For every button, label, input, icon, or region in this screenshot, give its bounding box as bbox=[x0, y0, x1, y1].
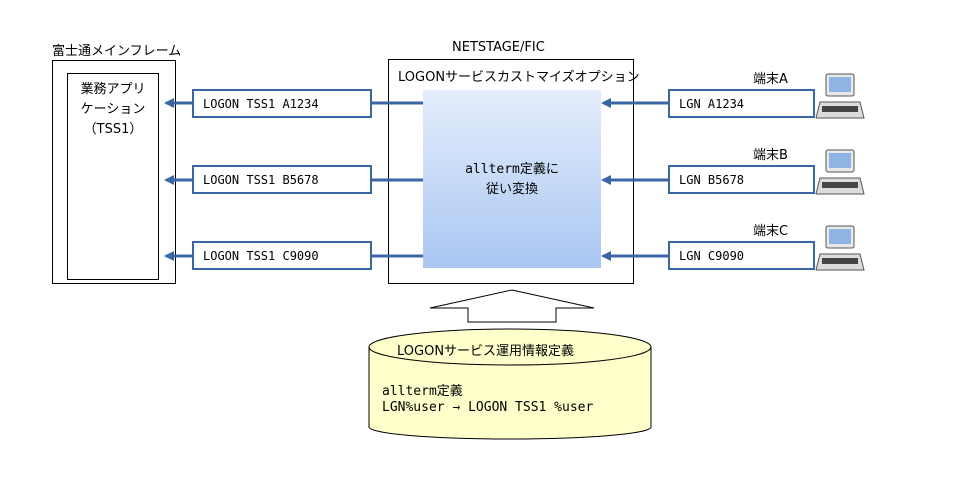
terminal-b-input: LGN B5678 bbox=[668, 165, 815, 194]
output-command-c: LOGON TSS1 C9090 bbox=[192, 241, 372, 270]
terminal-b-label: 端末B bbox=[753, 148, 788, 163]
definition-line1: allterm定義 bbox=[382, 384, 463, 399]
business-app-line1: 業務アプリ bbox=[80, 82, 146, 97]
netstage-title: NETSTAGE/FIC bbox=[452, 40, 545, 55]
netstage-subtitle: LOGONサービスカストマイズオプション bbox=[398, 70, 640, 85]
business-app-label: 業務アプリ ケーション （TSS1） bbox=[67, 80, 159, 140]
definition-up-arrow bbox=[429, 289, 595, 323]
terminal-a-label: 端末A bbox=[753, 72, 788, 87]
conversion-line1: allterm定義に bbox=[465, 162, 559, 177]
business-app-line3: （TSS1） bbox=[83, 122, 143, 137]
business-app-box bbox=[67, 73, 159, 280]
terminal-a-input: LGN A1234 bbox=[668, 89, 815, 118]
pc-icon-terminal-b bbox=[815, 149, 865, 195]
conversion-line2: 従い変換 bbox=[485, 182, 538, 197]
pc-icon-terminal-c bbox=[815, 225, 865, 271]
conversion-process-block bbox=[423, 90, 601, 268]
business-app-line2: ケーション bbox=[80, 102, 146, 117]
definition-cylinder bbox=[368, 328, 652, 440]
output-command-b: LOGON TSS1 B5678 bbox=[192, 165, 372, 194]
pc-icon-terminal-a bbox=[815, 73, 865, 119]
terminal-c-input: LGN C9090 bbox=[668, 241, 815, 270]
terminal-c-label: 端末C bbox=[753, 224, 789, 239]
conversion-process-label: allterm定義に 従い変換 bbox=[423, 160, 601, 200]
definition-line2: LGN%user → LOGON TSS1 %user bbox=[382, 400, 594, 415]
definition-title: LOGONサービス運用情報定義 bbox=[397, 344, 575, 359]
output-command-a: LOGON TSS1 A1234 bbox=[192, 89, 372, 118]
mainframe-title: 富士通メインフレーム bbox=[52, 44, 182, 59]
